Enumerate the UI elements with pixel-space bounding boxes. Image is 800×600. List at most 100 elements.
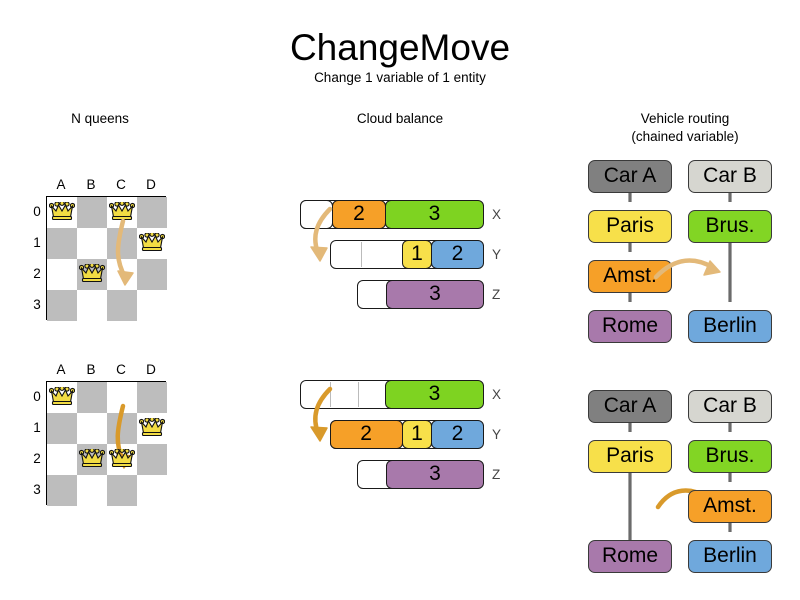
computer-label-y: Y bbox=[492, 427, 502, 442]
visit-node-berlin[interactable]: Berlin bbox=[688, 540, 772, 573]
queen-piece-c0[interactable] bbox=[109, 202, 135, 222]
column-heading-cloud-balance: Cloud balance bbox=[356, 111, 444, 126]
rank-label-0: 0 bbox=[33, 204, 41, 219]
computer-label-z: Z bbox=[492, 287, 501, 302]
cell-a1[interactable] bbox=[47, 228, 77, 259]
queen-piece-b2[interactable] bbox=[79, 264, 105, 284]
rank-label-2: 2 bbox=[33, 451, 41, 466]
computer-bar-z[interactable]: 3 bbox=[357, 279, 484, 309]
vehicle-node-car-a[interactable]: Car A bbox=[588, 160, 672, 193]
rank-label-3: 3 bbox=[33, 297, 41, 312]
cloud-balance-after: 3 X 2 1 2 Y 3 Z bbox=[296, 375, 516, 505]
vehicle-node-car-b[interactable]: Car B bbox=[688, 160, 772, 193]
move-arrow-routing bbox=[653, 258, 721, 280]
computer-label-z: Z bbox=[492, 467, 501, 482]
cell-d2[interactable] bbox=[137, 259, 167, 290]
process-segment-purple[interactable]: 3 bbox=[386, 459, 484, 489]
file-label-b: B bbox=[86, 362, 96, 377]
computer-label-y: Y bbox=[492, 247, 502, 262]
cell-b0[interactable] bbox=[77, 197, 107, 228]
n-queens-board-after: A B C D 0 1 2 3 bbox=[30, 355, 200, 506]
cloud-balance-before: 2 3 X 1 2 Y 3 Z bbox=[296, 195, 516, 325]
computer-label-x: X bbox=[492, 207, 502, 222]
cell-c3[interactable] bbox=[107, 475, 137, 506]
visit-node-paris[interactable]: Paris bbox=[588, 440, 672, 473]
column-heading-vehicle-routing-line2: (chained variable) bbox=[631, 129, 739, 144]
queen-piece-c2[interactable] bbox=[109, 449, 135, 469]
vehicle-node-car-b[interactable]: Car B bbox=[688, 390, 772, 423]
move-arrow-queen bbox=[115, 403, 133, 469]
cell-b0[interactable] bbox=[77, 382, 107, 413]
process-segment-blue[interactable]: 2 bbox=[431, 239, 484, 269]
bar-divider bbox=[330, 382, 331, 407]
process-segment-yellow[interactable]: 1 bbox=[402, 239, 432, 269]
file-label-d: D bbox=[146, 362, 156, 377]
cell-d3[interactable] bbox=[137, 290, 167, 321]
page-title: ChangeMove bbox=[289, 27, 511, 68]
move-arrow-queen bbox=[115, 218, 134, 286]
process-segment-green[interactable]: 3 bbox=[385, 379, 484, 409]
cell-a2[interactable] bbox=[47, 259, 77, 290]
cell-d3[interactable] bbox=[137, 475, 167, 506]
computer-bar-y[interactable]: 2 1 2 bbox=[329, 419, 484, 449]
visit-node-rome[interactable]: Rome bbox=[588, 310, 672, 343]
cell-b3[interactable] bbox=[77, 475, 107, 506]
vehicle-routing-after: Car A Car B Paris Brus. Amst. Rome Berli… bbox=[580, 385, 790, 585]
cell-a2[interactable] bbox=[47, 444, 77, 475]
queen-piece-b2[interactable] bbox=[79, 449, 105, 469]
cell-a3[interactable] bbox=[47, 475, 77, 506]
computer-bar-y[interactable]: 1 2 bbox=[330, 239, 484, 269]
cell-b1[interactable] bbox=[77, 228, 107, 259]
queen-piece-d1[interactable] bbox=[139, 418, 165, 438]
file-label-d: D bbox=[146, 177, 156, 192]
rank-label-0: 0 bbox=[33, 389, 41, 404]
file-label-a: A bbox=[56, 177, 66, 192]
file-label-b: B bbox=[86, 177, 96, 192]
file-label-c: C bbox=[116, 177, 126, 192]
bar-divider bbox=[361, 242, 362, 267]
process-segment-orange[interactable]: 2 bbox=[329, 419, 403, 449]
file-label-c: C bbox=[116, 362, 126, 377]
queen-piece-a0[interactable] bbox=[49, 387, 75, 407]
visit-node-amst[interactable]: Amst. bbox=[688, 490, 772, 523]
process-segment-orange[interactable]: 2 bbox=[332, 199, 386, 229]
cell-d0[interactable] bbox=[137, 382, 167, 413]
visit-node-paris[interactable]: Paris bbox=[588, 210, 672, 243]
file-label-a: A bbox=[56, 362, 66, 377]
cell-b1[interactable] bbox=[77, 413, 107, 444]
process-segment-green[interactable]: 3 bbox=[385, 199, 484, 229]
computer-bar-z[interactable]: 3 bbox=[357, 459, 484, 489]
queen-piece-a0[interactable] bbox=[49, 202, 75, 222]
vehicle-node-car-a[interactable]: Car A bbox=[588, 390, 672, 423]
computer-label-x: X bbox=[492, 387, 502, 402]
rank-label-1: 1 bbox=[33, 420, 41, 435]
column-heading-n-queens: N queens bbox=[71, 111, 129, 126]
rank-label-1: 1 bbox=[33, 235, 41, 250]
move-arrow-cloud bbox=[310, 386, 333, 442]
cell-a3[interactable] bbox=[47, 290, 77, 321]
visit-node-rome[interactable]: Rome bbox=[588, 540, 672, 573]
rank-label-2: 2 bbox=[33, 266, 41, 281]
computer-bar-x[interactable]: 3 bbox=[300, 379, 484, 409]
bar-divider bbox=[358, 382, 359, 407]
cell-a1[interactable] bbox=[47, 413, 77, 444]
process-segment-blue[interactable]: 2 bbox=[431, 419, 484, 449]
cell-d2[interactable] bbox=[137, 444, 167, 475]
move-arrow-cloud bbox=[310, 206, 333, 262]
computer-bar-x[interactable]: 2 3 bbox=[299, 199, 484, 229]
cell-b3[interactable] bbox=[77, 290, 107, 321]
process-segment-purple[interactable]: 3 bbox=[386, 279, 484, 309]
chessboard[interactable] bbox=[46, 381, 167, 506]
visit-node-berlin[interactable]: Berlin bbox=[688, 310, 772, 343]
cell-c3[interactable] bbox=[107, 290, 137, 321]
n-queens-board-before: A B C D 0 1 2 3 bbox=[30, 170, 200, 321]
chessboard[interactable] bbox=[46, 196, 167, 321]
column-heading-vehicle-routing-line1: Vehicle routing bbox=[640, 111, 730, 126]
queen-piece-d1[interactable] bbox=[139, 233, 165, 253]
vehicle-routing-before: Car A Car B Paris Brus. Amst. Rome Berli… bbox=[580, 155, 790, 355]
visit-node-brus[interactable]: Brus. bbox=[688, 440, 772, 473]
rank-label-3: 3 bbox=[33, 482, 41, 497]
page-subtitle: Change 1 variable of 1 entity bbox=[314, 70, 486, 85]
cell-d0[interactable] bbox=[137, 197, 167, 228]
visit-node-brus[interactable]: Brus. bbox=[688, 210, 772, 243]
